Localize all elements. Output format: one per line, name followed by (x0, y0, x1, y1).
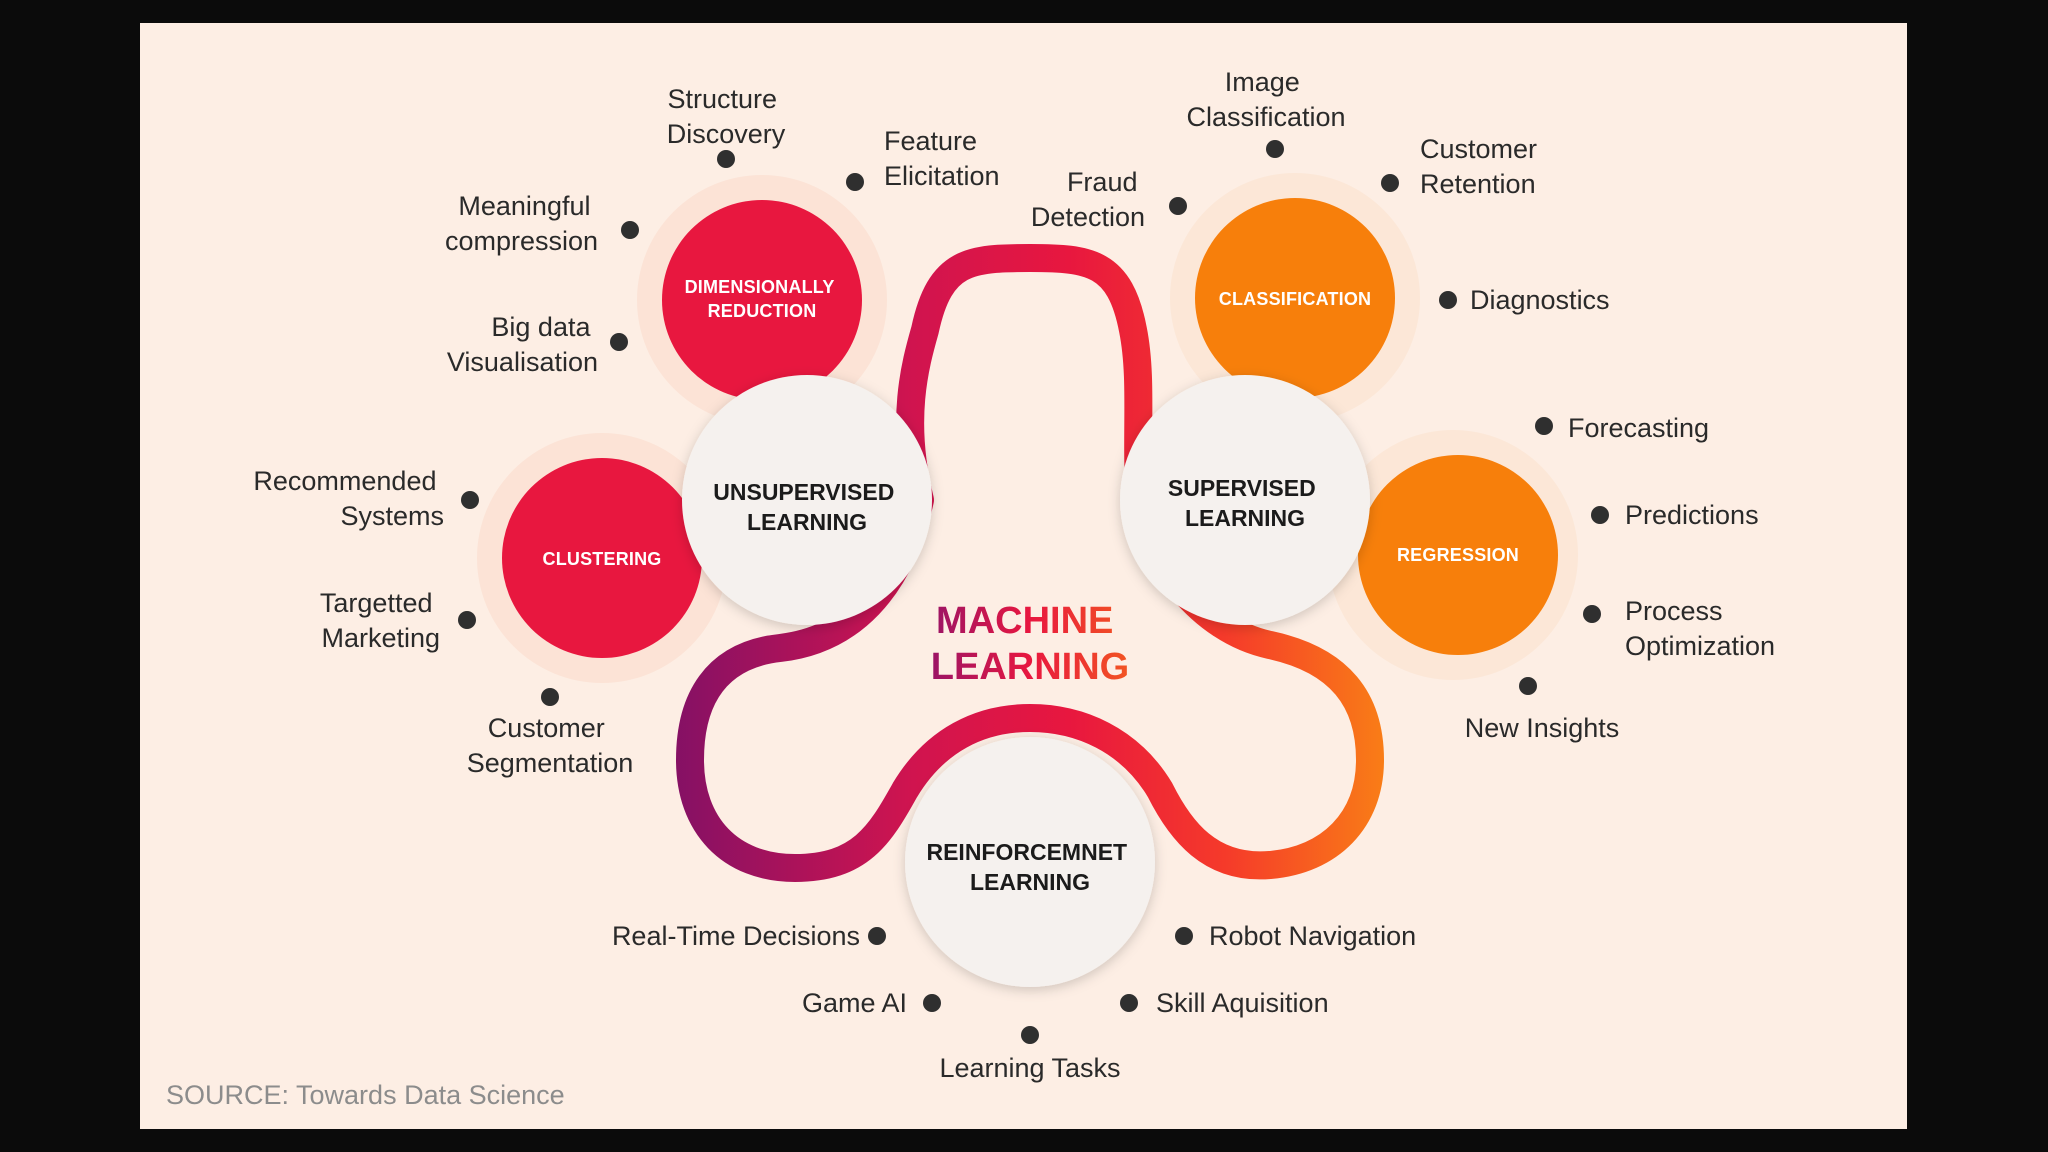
leaf-game-ai: Game AI (802, 988, 907, 1018)
leaf-big-data-visualisation: Big data Visualisation (447, 312, 598, 377)
svg-text:UNSUPERVISED LEARNING: UNSUPERVISED LEARNING (713, 479, 900, 535)
hub-unsupervised-line2: LEARNING (747, 509, 867, 535)
hub-reinforcement-line1: REINFORCEMNET (926, 839, 1127, 865)
leaf-fraud-detection: Fraud Detection (1031, 167, 1145, 232)
cat-classification-label: CLASSIFICATION (1219, 289, 1371, 309)
hub-supervised-line1: SUPERVISED (1168, 475, 1316, 501)
leaf-recommended-systems: Recommended Systems (253, 466, 444, 531)
category-classification: CLASSIFICATION (1195, 198, 1395, 398)
cat-dim-line2: REDUCTION (708, 301, 817, 321)
title-line1: MACHINE (936, 600, 1113, 642)
leaf-robot-navigation: Robot Navigation (1209, 921, 1416, 951)
leaf-process-optimization: Process Optimization (1625, 596, 1775, 661)
leaf-structure-discovery: Structure Discovery (667, 84, 786, 149)
leaf-targetted-marketing: Targetted Marketing (320, 588, 440, 653)
hub-supervised: SUPERVISED LEARNING (1120, 375, 1370, 625)
leaf-diagnostics: Diagnostics (1470, 285, 1610, 315)
leaf-real-time-decisions: Real-Time Decisions (612, 921, 860, 951)
leaf-customer-retention: Customer Retention (1420, 134, 1545, 199)
hub-supervised-line2: LEARNING (1185, 505, 1305, 531)
cat-clustering-label: CLUSTERING (543, 549, 662, 569)
hub-unsupervised-line1: UNSUPERVISED (713, 479, 894, 505)
leaf-customer-segmentation: Customer Segmentation (467, 713, 634, 778)
leaf-learning-tasks: Learning Tasks (939, 1053, 1120, 1083)
leaf-feature-elicitation: Feature Elicitation (884, 126, 1000, 191)
cat-regression-label: REGRESSION (1397, 545, 1519, 565)
leaf-skill-aquisition: Skill Aquisition (1156, 988, 1329, 1018)
leaf-new-insights: New Insights (1465, 713, 1620, 743)
category-dimensionally-reduction: DIMENSIONALLY REDUCTION (662, 200, 862, 400)
source-credit: SOURCE: Towards Data Science (166, 1080, 565, 1110)
machine-learning-title: MACHINE LEARNING (931, 600, 1129, 688)
category-clustering: CLUSTERING (502, 458, 702, 658)
leaf-meaningful-compression: Meaningful compression (445, 191, 598, 256)
leaf-image-classification: Image Classification (1186, 67, 1345, 132)
svg-text:REINFORCEMNET LEARNING: REINFORCEMNET LEARNING (926, 839, 1133, 895)
category-regression: REGRESSION (1358, 455, 1558, 655)
leaf-forecasting: Forecasting (1568, 413, 1709, 443)
ml-flow-path (676, 244, 1384, 882)
leaf-predictions: Predictions (1625, 500, 1759, 530)
hub-reinforcement-line2: LEARNING (970, 869, 1090, 895)
cat-dim-line1: DIMENSIONALLY (685, 277, 835, 297)
bullet-dots (458, 140, 1609, 1044)
hub-reinforcement: REINFORCEMNET LEARNING (905, 737, 1155, 987)
svg-text:DIMENSIONALLY REDUCTION: DIMENSIONALLY REDUCTION (685, 277, 840, 321)
svg-text:SUPERVISED LEARNING: SUPERVISED LEARNING (1168, 475, 1322, 531)
title-line2: LEARNING (931, 646, 1129, 688)
hub-unsupervised: UNSUPERVISED LEARNING (682, 375, 932, 625)
